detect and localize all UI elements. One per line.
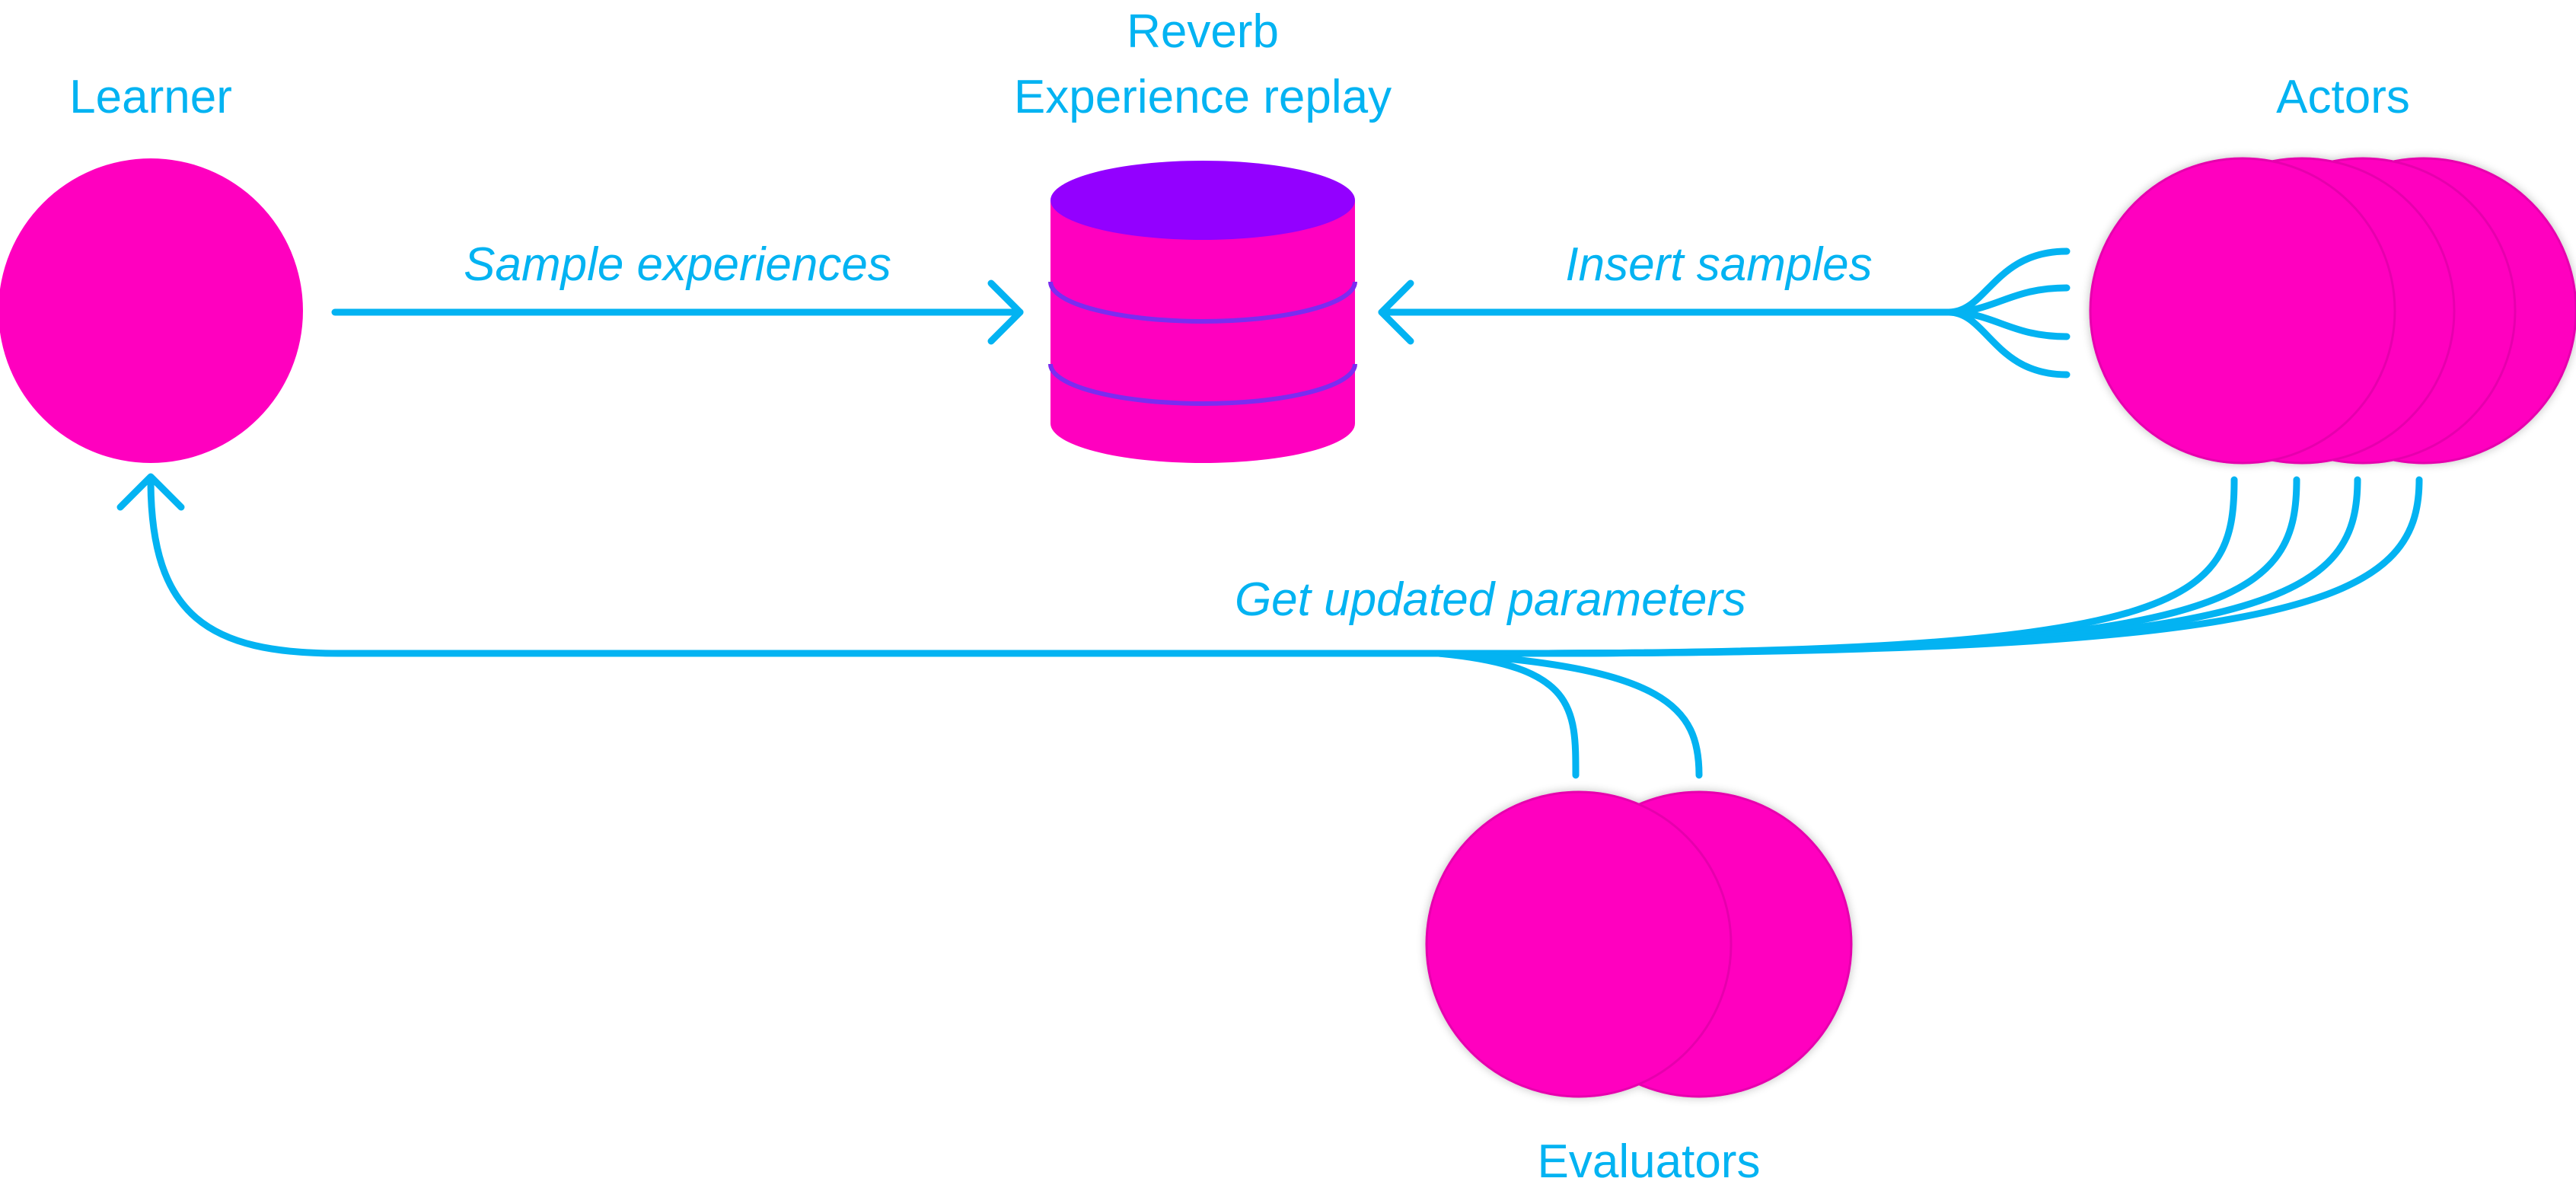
database-top [1050, 161, 1355, 240]
learner-label: Learner [69, 71, 232, 123]
actors-label: Actors [2276, 71, 2410, 123]
replay-label-line2: Experience replay [1014, 71, 1392, 123]
evaluator-node [1425, 790, 1733, 1098]
reverb-database-icon [1048, 161, 1357, 463]
learner-node [0, 158, 303, 463]
evaluators-group [1425, 790, 1853, 1098]
arrowhead-up-icon [116, 473, 185, 511]
get-updated-parameters-arrow [116, 473, 2423, 779]
evaluators-label: Evaluators [1538, 1135, 1761, 1188]
sample-experiences-label: Sample experiences [464, 238, 891, 291]
arrowhead-left-icon [1378, 279, 1414, 345]
get-updated-parameters-label: Get updated parameters [1235, 573, 1746, 626]
insert-samples-arrow [1378, 247, 2071, 378]
insert-samples-label: Insert samples [1565, 238, 1872, 291]
actors-group [2089, 157, 2576, 465]
arrowhead-right-icon [987, 279, 1024, 345]
database-ring-1 [1048, 281, 1357, 324]
actor-node [2089, 157, 2396, 465]
database-ring-2 [1048, 363, 1357, 406]
sample-experiences-arrow [331, 279, 1024, 345]
replay-label-line1: Reverb [1127, 5, 1279, 58]
